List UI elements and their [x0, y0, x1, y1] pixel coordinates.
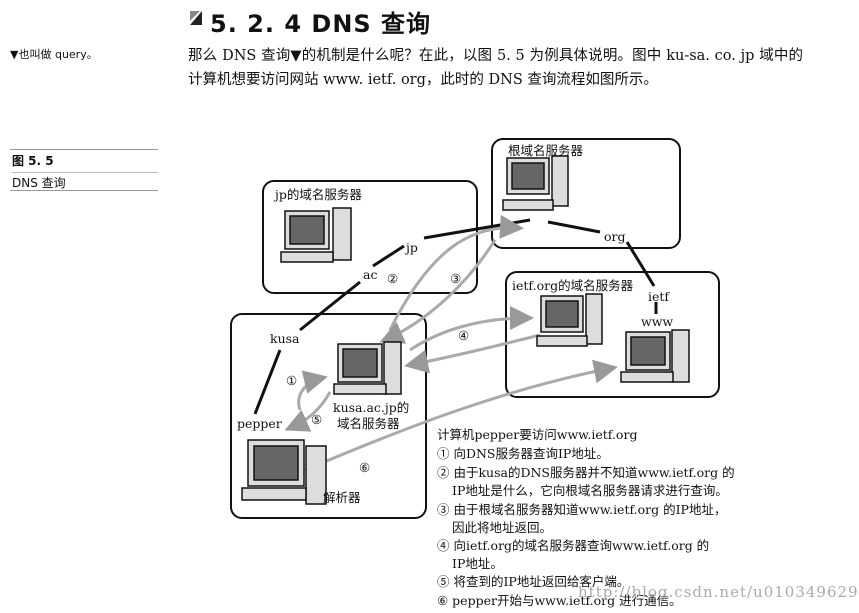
section-title: 5. 2. 4 DNS 查询 — [210, 10, 432, 38]
section-marker-icon — [188, 9, 204, 31]
resolver-label: 解析器 — [323, 490, 361, 505]
jp-server-label: jp的域名服务器 — [275, 187, 362, 202]
step-line: ① 向DNS服务器查询IP地址。 — [437, 446, 609, 461]
kusa-domain-box — [230, 313, 427, 519]
step-marker-4: ④ — [458, 328, 470, 343]
computer-icons — [241, 155, 690, 505]
step-marker-3: ③ — [450, 271, 462, 286]
step-line: ③ 由于根域名服务器知道www.ietf.org 的IP地址， — [437, 502, 727, 517]
step-line: IP地址是什么，它向根域名服务器请求进行查询。 — [452, 483, 728, 498]
root-server-label: 根域名服务器 — [508, 143, 584, 158]
side-note: ▼也叫做 query。 — [10, 48, 98, 61]
ac-label: ac — [363, 267, 378, 282]
step-line: ④ 向ietf.org的域名服务器查询www.ietf.org 的 — [437, 538, 710, 553]
figure-number: 图 5. 5 — [12, 154, 54, 168]
ietf-server-label: ietf.org的域名服务器 — [512, 278, 634, 293]
step-marker-6: ⑥ — [359, 460, 371, 475]
org-label: org — [604, 229, 626, 244]
kusa-label: kusa — [270, 331, 300, 346]
kusa-server-label-2: 域名服务器 — [337, 416, 400, 431]
step-marker-5: ⑤ — [311, 412, 323, 427]
step-line: ② 由于kusa的DNS服务器并不知道www.ietf.org 的 — [437, 465, 735, 480]
step-marker-1: ① — [286, 373, 298, 388]
www-label: www — [641, 314, 674, 329]
ietf-label: ietf — [648, 289, 670, 304]
step-marker-2: ② — [387, 271, 399, 286]
kusa-server-label-1: kusa.ac.jp的 — [333, 400, 410, 415]
figure-label: 图 5. 5 DNS 查询 — [10, 149, 158, 191]
step-line: IP地址。 — [452, 556, 503, 571]
body-paragraph: 那么 DNS 查询▼的机制是什么呢？在此，以图 5. 5 为例具体说明。图中 k… — [188, 48, 803, 88]
step-line: 因此将地址返回。 — [452, 520, 553, 535]
jp-server-box — [262, 180, 478, 294]
jp-label: jp — [406, 240, 418, 255]
root-server-box — [491, 138, 681, 249]
watermark: http://blog.csdn.net/u010349629 — [578, 583, 859, 601]
pepper-label: pepper — [237, 416, 282, 431]
ietf-server-box — [505, 271, 720, 398]
step-line: ⑥ pepper开始与www.ietf.org 进行通信。 — [437, 593, 682, 608]
steps-title: 计算机pepper要访问www.ietf.org — [437, 427, 638, 442]
step-line: ⑤ 将查到的IP地址返回给客户端。 — [437, 574, 630, 589]
figure-caption: DNS 查询 — [12, 172, 158, 191]
